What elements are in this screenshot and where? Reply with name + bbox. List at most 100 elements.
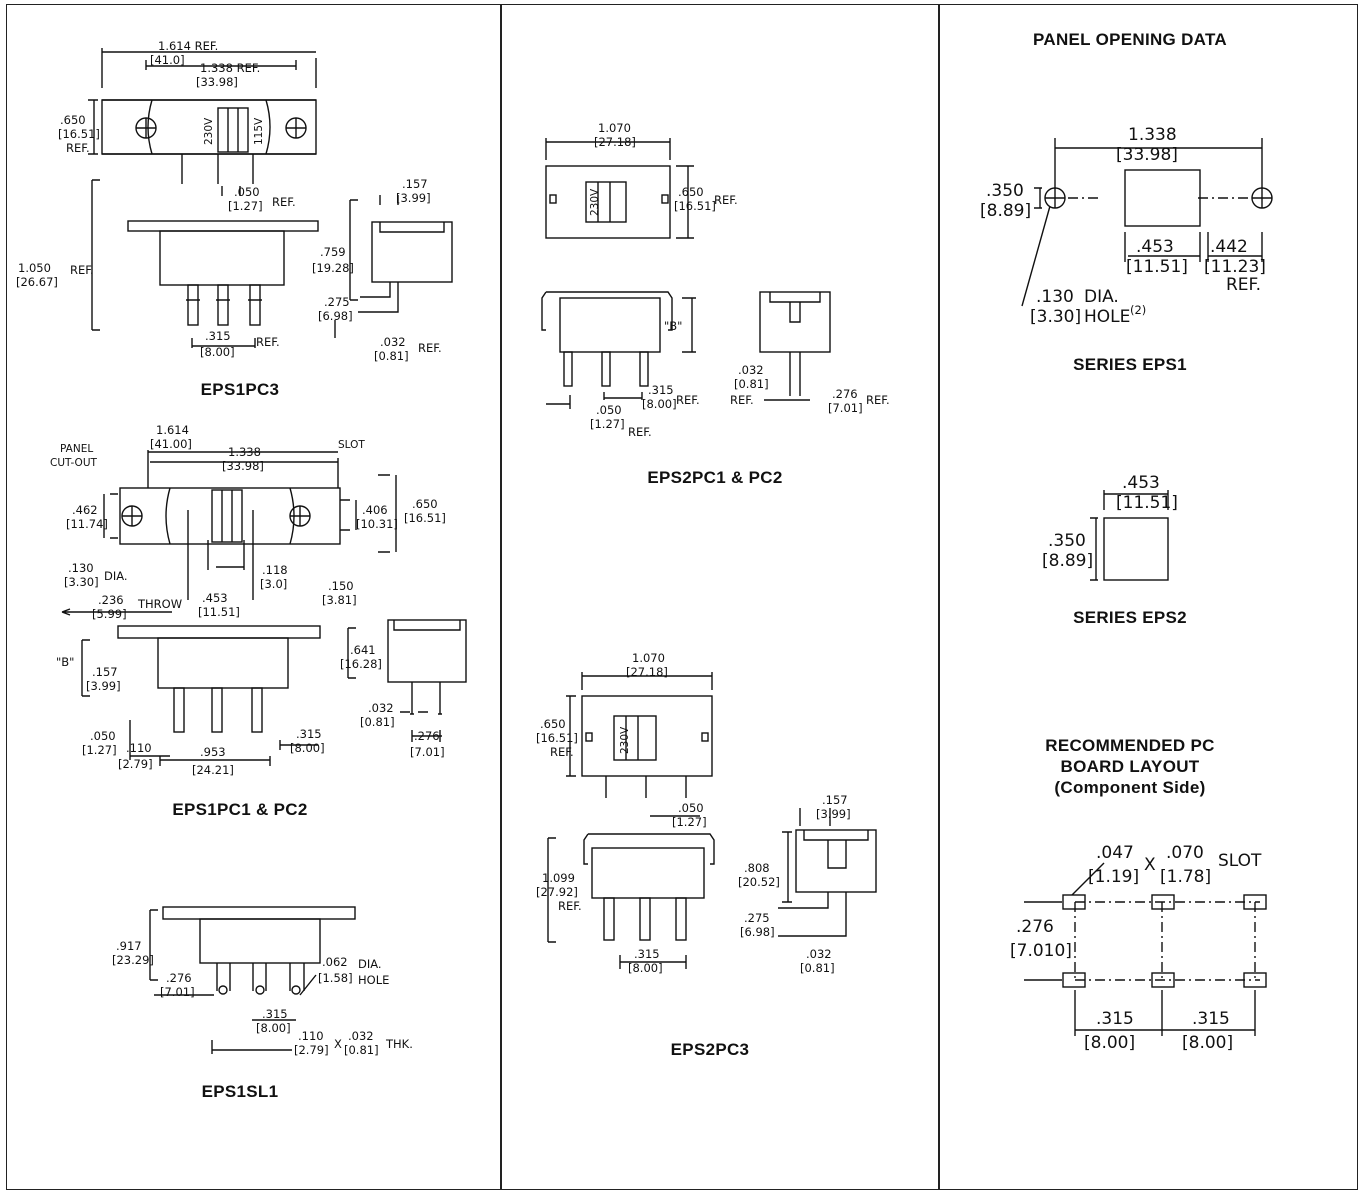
eps1pc3-pinoff-in: .050 — [234, 185, 260, 199]
eps1pc1-h2-mm: [10.31] — [356, 517, 398, 531]
pcb-title-line2: BOARD LAYOUT — [1060, 757, 1200, 776]
eps2pc3-sh-mm: [20.52] — [738, 875, 780, 889]
eps1pc1-b-label: "B" — [56, 655, 74, 669]
eps1pc3-sidetop-in: .157 — [402, 177, 428, 191]
caption-series-eps1: SERIES EPS1 — [1073, 355, 1187, 374]
eps1pc1-dia-label: DIA. — [104, 569, 128, 583]
eps1pc1-s2-in: .641 — [350, 643, 376, 657]
eps1pc1-slot-mm: [3.0] — [260, 577, 287, 591]
eps2pc1-l-in: .050 — [596, 403, 622, 417]
eps1sl1-h-mm: [23.29] — [112, 953, 154, 967]
pcb-title-line3: (Component Side) — [1054, 778, 1206, 797]
eps1pc1-pitch-mm: [8.00] — [290, 741, 325, 755]
eps2pc1-pitch-ref: REF. — [676, 393, 700, 407]
panel-eps1-o-ref: REF. — [1226, 275, 1261, 295]
eps1pc3-sideh-mm: [19.28] — [312, 261, 354, 275]
eps1pc1-slot-in: .118 — [262, 563, 288, 577]
eps1pc3-height-ref: REF. — [66, 141, 90, 155]
eps1sl1-dia-mm: [1.58] — [318, 971, 353, 985]
pcb-p1-in: .315 — [1096, 1009, 1134, 1029]
eps2pc3-bh-in: 1.099 — [542, 871, 575, 885]
caption-pcb-layout: RECOMMENDED PC BOARD LAYOUT (Component S… — [1010, 735, 1250, 798]
pcb-slotw-mm: [1.19] — [1088, 867, 1139, 887]
eps2pc1-l-ref: REF. — [628, 425, 652, 439]
eps2pc3-thk-mm: [0.81] — [800, 961, 835, 975]
eps2pc3-pitch-in: .315 — [634, 947, 660, 961]
eps1pc3-center-mm: [33.98] — [196, 75, 238, 89]
panel-eps1-c-mm: [33.98] — [1116, 145, 1178, 165]
eps1pc3-pinoff-ref: REF. — [272, 195, 296, 209]
eps1pc3-top-view — [88, 48, 317, 196]
eps1pc1-s2-mm: [16.28] — [340, 657, 382, 671]
pcb-p2-in: .315 — [1192, 1009, 1230, 1029]
eps2pc3-sidetop-mm: [3.99] — [816, 807, 851, 821]
eps1pc3-bodyh-mm: [26.67] — [16, 275, 58, 289]
eps1pc1-h2-in: .406 — [362, 503, 388, 517]
pcb-p1-mm: [8.00] — [1084, 1033, 1135, 1053]
eps2pc1-side-view — [759, 291, 831, 401]
eps1sl1-w-mm: [2.79] — [294, 1043, 329, 1057]
eps1pc3-pinoff-mm: [1.27] — [228, 199, 263, 213]
eps1pc1-h3-mm: [16.51] — [404, 511, 446, 525]
eps1pc1-throw-in: .236 — [98, 593, 124, 607]
pcb-row-in: .276 — [1016, 917, 1054, 937]
eps1pc3-bend-in: .275 — [324, 295, 350, 309]
eps1pc1-w-mm: [11.51] — [198, 605, 240, 619]
pcb-slotw-in: .047 — [1096, 843, 1134, 863]
eps1pc1-thk-mm: [0.81] — [360, 715, 395, 729]
eps1sl1-thk-label: THK. — [385, 1037, 413, 1051]
eps1pc1-l-in: .050 — [90, 729, 116, 743]
eps2pc3-sh-in: .808 — [744, 861, 770, 875]
eps1pc3-bodyh-in: 1.050 — [18, 261, 51, 275]
panel-eps2-w-in: .453 — [1122, 473, 1160, 493]
panel-eps1-qty: (2) — [1130, 303, 1146, 317]
column-divider-1 — [500, 4, 502, 1190]
eps1pc1-overall-mm: [41.00] — [150, 437, 192, 451]
panel-eps2-h-in: .350 — [1048, 531, 1086, 551]
eps1pc3-side-view — [334, 195, 453, 338]
eps1pc1-pitch-in: .315 — [296, 727, 322, 741]
eps1sl1-dia-label: DIA. — [358, 957, 382, 971]
eps2pc1-thk-in: .032 — [738, 363, 764, 377]
eps1pc3-thk-ref: REF. — [418, 341, 442, 355]
eps1pc3-115-label: 115V — [253, 117, 265, 145]
eps1pc3-bodyh-ref: REF. — [70, 263, 94, 277]
eps1pc1-front-view — [61, 608, 356, 766]
eps1pc1-h1-in: .462 — [72, 503, 98, 517]
eps1pc1-throw-mm: [5.99] — [92, 607, 127, 621]
panel-eps1-view — [1021, 138, 1273, 307]
eps1pc1-cutout-label: CUT-OUT — [50, 457, 97, 469]
eps1pc1-dia-in: .130 — [68, 561, 94, 575]
caption-eps1pc1: EPS1PC1 & PC2 — [172, 800, 308, 819]
eps1pc1-t-in: .110 — [126, 741, 152, 755]
eps1sl1-w-in: .110 — [298, 1029, 324, 1043]
eps2pc1-thk-mm: [0.81] — [734, 377, 769, 391]
eps2pc1-side-ref: REF. — [866, 393, 890, 407]
eps1pc3-pitch-ref: REF. — [256, 335, 280, 349]
panel-eps1-w-mm: [11.51] — [1126, 257, 1188, 277]
pcb-x-label: X — [1144, 855, 1156, 875]
eps1pc3-height-in: .650 — [60, 113, 86, 127]
panel-eps1-dia-in: .130 — [1036, 287, 1074, 307]
eps1pc3-thk-mm: [0.81] — [374, 349, 409, 363]
pcb-slotl-in: .070 — [1166, 843, 1204, 863]
eps1pc3-230-label: 230V — [203, 117, 215, 145]
eps1sl1-p-mm: [8.00] — [256, 1021, 291, 1035]
eps1pc1-slot-label: SLOT — [338, 439, 365, 451]
eps2pc1-h-ref: REF. — [714, 193, 738, 207]
eps2pc3-h-ref: REF. — [550, 745, 574, 759]
eps2pc3-l-mm: [1.27] — [672, 815, 707, 829]
eps1pc1-pitch2-mm: [24.21] — [192, 763, 234, 777]
eps2pc1-b-label: "B" — [664, 319, 682, 333]
eps2pc1-230-label: 230V — [589, 188, 601, 216]
eps1sl1-thk-mm: [0.81] — [344, 1043, 379, 1057]
eps2pc3-top-view — [566, 672, 713, 817]
eps1sl1-s-in: .276 — [166, 971, 192, 985]
eps1pc3-height-mm: [16.51] — [58, 127, 100, 141]
eps1pc3-overall-mm: [41.0] — [150, 53, 185, 67]
eps1pc1-center-mm: [33.98] — [222, 459, 264, 473]
caption-eps1pc3: EPS1PC3 — [200, 380, 280, 399]
eps2pc1-side-mm: [7.01] — [828, 401, 863, 415]
eps1pc1-s-in: .150 — [328, 579, 354, 593]
eps2pc1-thk-ref: REF. — [730, 393, 754, 407]
